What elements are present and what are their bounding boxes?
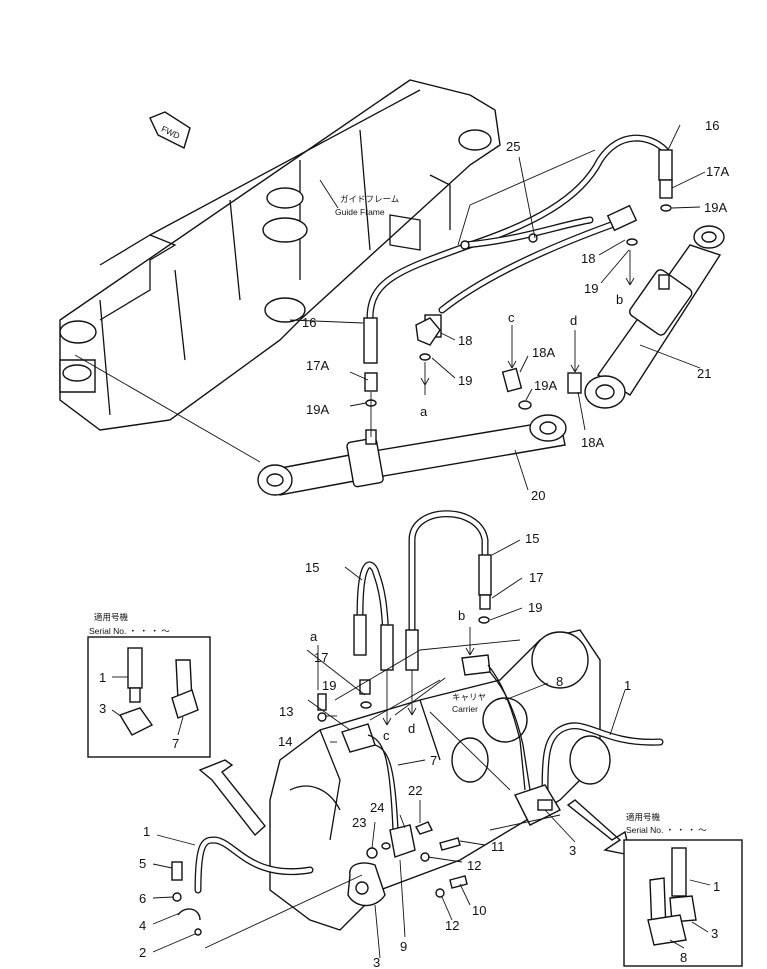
cylinder-21 [584, 225, 725, 409]
carrier-jp: キャリヤ [452, 692, 486, 702]
callout-15: 15 [305, 560, 319, 575]
callout-16: 16 [705, 118, 719, 133]
lower-leaders [152, 539, 626, 959]
callout-c: c [383, 728, 390, 743]
guide-frame [59, 79, 501, 431]
callout-1: 1 [624, 678, 631, 693]
upper-hoses [363, 134, 673, 364]
callout-1: 1 [143, 824, 150, 839]
callout-21: 21 [697, 366, 711, 381]
callout-22: 22 [408, 783, 422, 798]
serial-right-jp: 適用号機 [626, 812, 661, 822]
cylinder-20 [257, 414, 567, 496]
callout-4: 4 [139, 918, 146, 933]
inset-callout-3: 3 [99, 701, 106, 716]
callout-18: 18 [581, 251, 595, 266]
callout-19: 19 [528, 600, 542, 615]
callout-11: 11 [491, 839, 505, 854]
guide-frame-label: Guide Frame [335, 207, 385, 217]
callout-3: 3 [569, 843, 576, 858]
callout-b: b [458, 608, 465, 623]
callout-12: 12 [445, 918, 459, 933]
callout-2: 2 [139, 945, 146, 960]
callout-b: b [616, 292, 623, 307]
callout-7: 7 [430, 753, 437, 768]
inset-callout-7: 7 [172, 736, 179, 751]
callout-16: 16 [302, 315, 316, 330]
callouts: 16 17A 19A 25 18 19 b 16 17A 19A 18 19 a… [99, 118, 729, 969]
callout-14: 14 [278, 734, 292, 749]
callout-13: 13 [279, 704, 293, 719]
callout-6: 6 [139, 891, 146, 906]
inset-callout-8: 8 [680, 950, 687, 965]
callout-20: 20 [531, 488, 545, 503]
callout-19a: 19A [534, 378, 557, 393]
carrier [269, 629, 611, 931]
lower-blocks [171, 654, 561, 936]
callout-c: c [508, 310, 515, 325]
inset-left [87, 636, 211, 758]
upper-fittings [364, 179, 673, 410]
callout-18a: 18A [581, 435, 604, 450]
callout-5: 5 [139, 856, 146, 871]
callout-23: 23 [352, 815, 366, 830]
callout-17a: 17A [706, 164, 729, 179]
inset-callout-1: 1 [713, 879, 720, 894]
callout-19: 19 [584, 281, 598, 296]
callout-18: 18 [458, 333, 472, 348]
callout-a: a [310, 629, 318, 644]
callout-19a: 19A [704, 200, 727, 215]
callout-3: 3 [373, 955, 380, 969]
callout-17a: 17A [306, 358, 329, 373]
upper-leaders [74, 124, 706, 491]
serial-left-jp: 適用号機 [94, 612, 129, 622]
callout-10: 10 [472, 903, 486, 918]
callout-9: 9 [400, 939, 407, 954]
fwd-arrow: FWD [149, 111, 191, 149]
serial-left: Serial No. ・ ・ ・ ～ [89, 626, 170, 636]
callout-18a: 18A [532, 345, 555, 360]
callout-19: 19 [458, 373, 472, 388]
callout-12: 12 [467, 858, 481, 873]
callout-24: 24 [370, 800, 384, 815]
callout-d: d [570, 313, 577, 328]
callout-25: 25 [506, 139, 520, 154]
carrier-label: Carrier [452, 704, 478, 714]
callout-a: a [420, 404, 428, 419]
callout-d: d [408, 721, 415, 736]
callout-15: 15 [525, 531, 539, 546]
callout-8: 8 [556, 674, 563, 689]
inset-callout-1: 1 [99, 670, 106, 685]
serial-right: Serial No. ・ ・ ・ ～ [626, 825, 707, 835]
inset-callout-3: 3 [711, 926, 718, 941]
callout-17: 17 [314, 650, 328, 665]
callout-17: 17 [529, 570, 543, 585]
lower-hoses [353, 510, 492, 671]
inset-right [623, 839, 743, 967]
hose-1-left [194, 836, 314, 894]
callout-19: 19 [322, 678, 336, 693]
hose-1-right [541, 722, 664, 804]
callout-19a: 19A [306, 402, 329, 417]
guide-frame-jp: ガイドフレーム [340, 194, 399, 204]
